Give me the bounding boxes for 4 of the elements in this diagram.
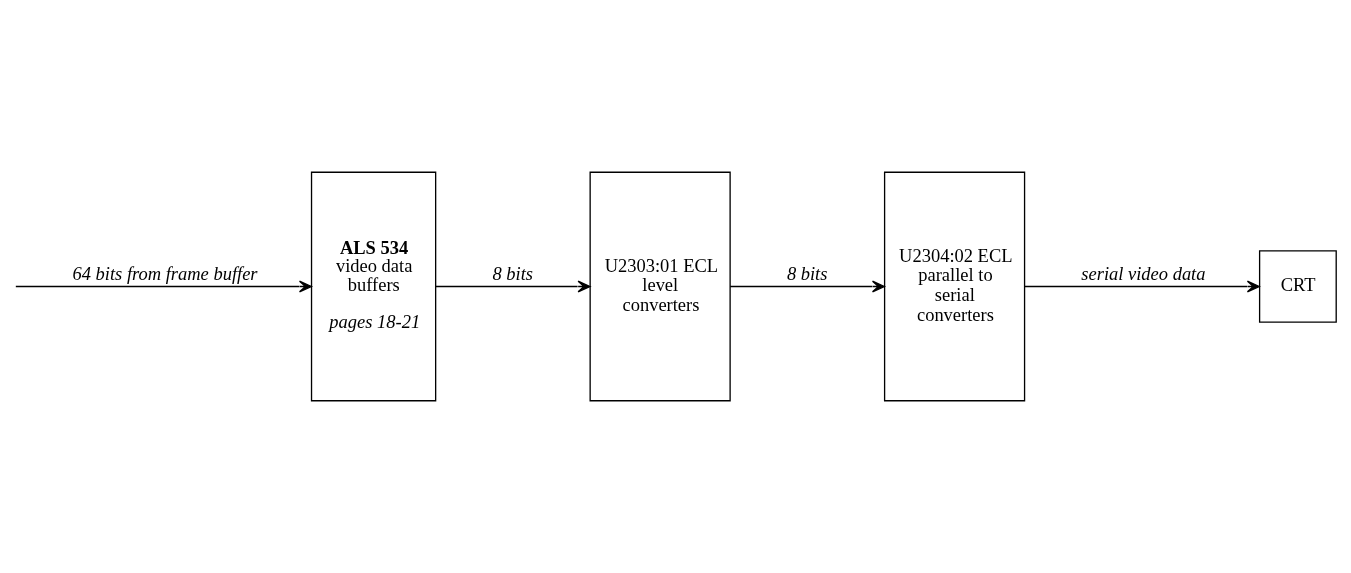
edge-label: serial video data: [1081, 264, 1206, 285]
edge-label: 8 bits: [492, 264, 533, 285]
edge-label: 64 bits from frame buffer: [72, 264, 258, 285]
edge-label: 8 bits: [786, 264, 828, 285]
